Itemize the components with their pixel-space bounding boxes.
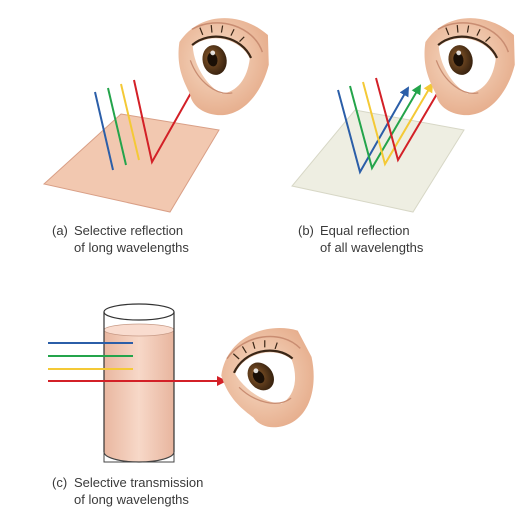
caption-c: (c) Selective transmission of long wavele… xyxy=(52,474,203,508)
panel-c xyxy=(48,303,322,463)
eye-icon xyxy=(214,322,322,435)
yellow-ray xyxy=(120,83,140,161)
caption-line1: Selective reflection xyxy=(74,223,184,238)
caption-a: (a) Selective reflection of long waveleng… xyxy=(52,222,189,256)
caption-tag: (a) xyxy=(52,223,68,238)
panel-a xyxy=(42,3,281,213)
caption-tag: (c) xyxy=(52,475,68,490)
panel-b xyxy=(291,3,517,213)
glass-bottom xyxy=(103,451,175,463)
caption-line2: of all wavelengths xyxy=(320,240,424,255)
caption-line1: Selective transmission xyxy=(74,475,204,490)
peach-surface xyxy=(42,113,220,213)
blue-ray-reflected xyxy=(337,86,409,175)
blue-ray xyxy=(94,91,114,171)
caption-tag: (b) xyxy=(298,223,314,238)
red-ray-reflected xyxy=(375,77,446,163)
red-ray-reflected xyxy=(133,79,197,165)
glass-rim xyxy=(103,303,175,321)
white-surface xyxy=(291,109,465,213)
eye-icon xyxy=(160,3,281,128)
caption-line2: of long wavelengths xyxy=(74,240,189,255)
caption-line1: Equal reflection xyxy=(320,223,410,238)
caption-line2: of long wavelengths xyxy=(74,492,189,507)
glass-liquid xyxy=(104,330,174,462)
yellow-ray-reflected xyxy=(362,81,434,167)
eye-icon xyxy=(406,3,517,128)
green-ray xyxy=(107,87,127,166)
caption-b: (b) Equal reflection of all wavelengths xyxy=(298,222,423,256)
liquid-surface xyxy=(103,323,175,337)
green-ray-reflected xyxy=(349,84,422,171)
